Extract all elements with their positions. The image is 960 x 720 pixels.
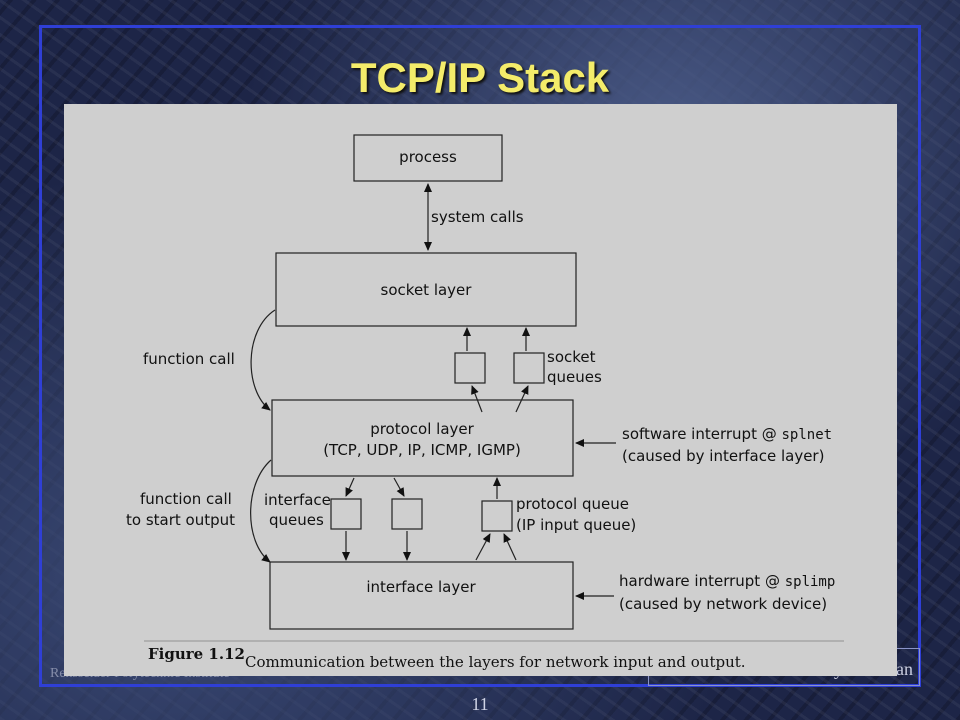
socket-queue-arrow-3 (471, 385, 483, 413)
interface-queue-arrow-1 (345, 477, 355, 497)
protocol-layer-label-1: protocol layer (370, 420, 474, 438)
protocol-queue-arrow-in-2 (503, 533, 517, 561)
system-calls-label: system calls (431, 208, 524, 226)
process-box (353, 134, 503, 182)
function-call-label: function call (143, 350, 235, 368)
protocol-queue-label-2: (IP input queue) (516, 516, 636, 534)
slide-title: TCP/IP Stack (350, 54, 610, 101)
interface-queue-box-1 (330, 498, 362, 530)
socket-queues-label-1: socket (547, 348, 596, 366)
protocol-layer-box (271, 399, 574, 477)
function-call-arrow (250, 309, 276, 411)
caption-text: Communication between the layers for net… (245, 653, 746, 671)
function-call-output-label-2: to start output (126, 511, 235, 529)
protocol-queue-box (481, 500, 513, 532)
function-call-output-arrow (250, 459, 272, 563)
interface-queue-box-2 (391, 498, 423, 530)
interface-layer-box (269, 561, 574, 630)
interface-queues-label-1: interface (264, 491, 331, 509)
socket-queues-label-2: queues (547, 368, 602, 386)
protocol-layer-label-2: (TCP, UDP, IP, ICMP, IGMP) (323, 441, 521, 459)
sw-interrupt-label-2: (caused by interface layer) (622, 447, 824, 465)
interface-queue-arrow-2 (393, 477, 405, 497)
function-call-output-label-1: function call (140, 490, 232, 508)
sw-interrupt-label-1: software interrupt @ splnet (622, 425, 832, 443)
socket-layer-box (275, 252, 577, 327)
hw-interrupt-label-2: (caused by network device) (619, 595, 827, 613)
tcpip-figure: process system calls socket layer socket… (64, 104, 897, 676)
socket-queue-box-1 (454, 352, 486, 384)
protocol-queue-label-1: protocol queue (516, 495, 629, 513)
protocol-queue-arrow-in-1 (475, 533, 491, 561)
caption-number: Figure 1.12 (148, 645, 245, 663)
interface-layer-label: interface layer (366, 578, 476, 596)
interface-queues-label-2: queues (269, 511, 324, 529)
page-number: 11 (471, 694, 489, 714)
hw-interrupt-label-1: hardware interrupt @ splimp (619, 572, 835, 590)
socket-queue-arrow-4 (515, 385, 529, 413)
slide-frame (39, 25, 921, 687)
socket-queue-box-2 (513, 352, 545, 384)
socket-layer-label: socket layer (381, 281, 473, 299)
process-label: process (399, 148, 457, 166)
stack-diagram: process system calls socket layer socket… (126, 134, 844, 671)
